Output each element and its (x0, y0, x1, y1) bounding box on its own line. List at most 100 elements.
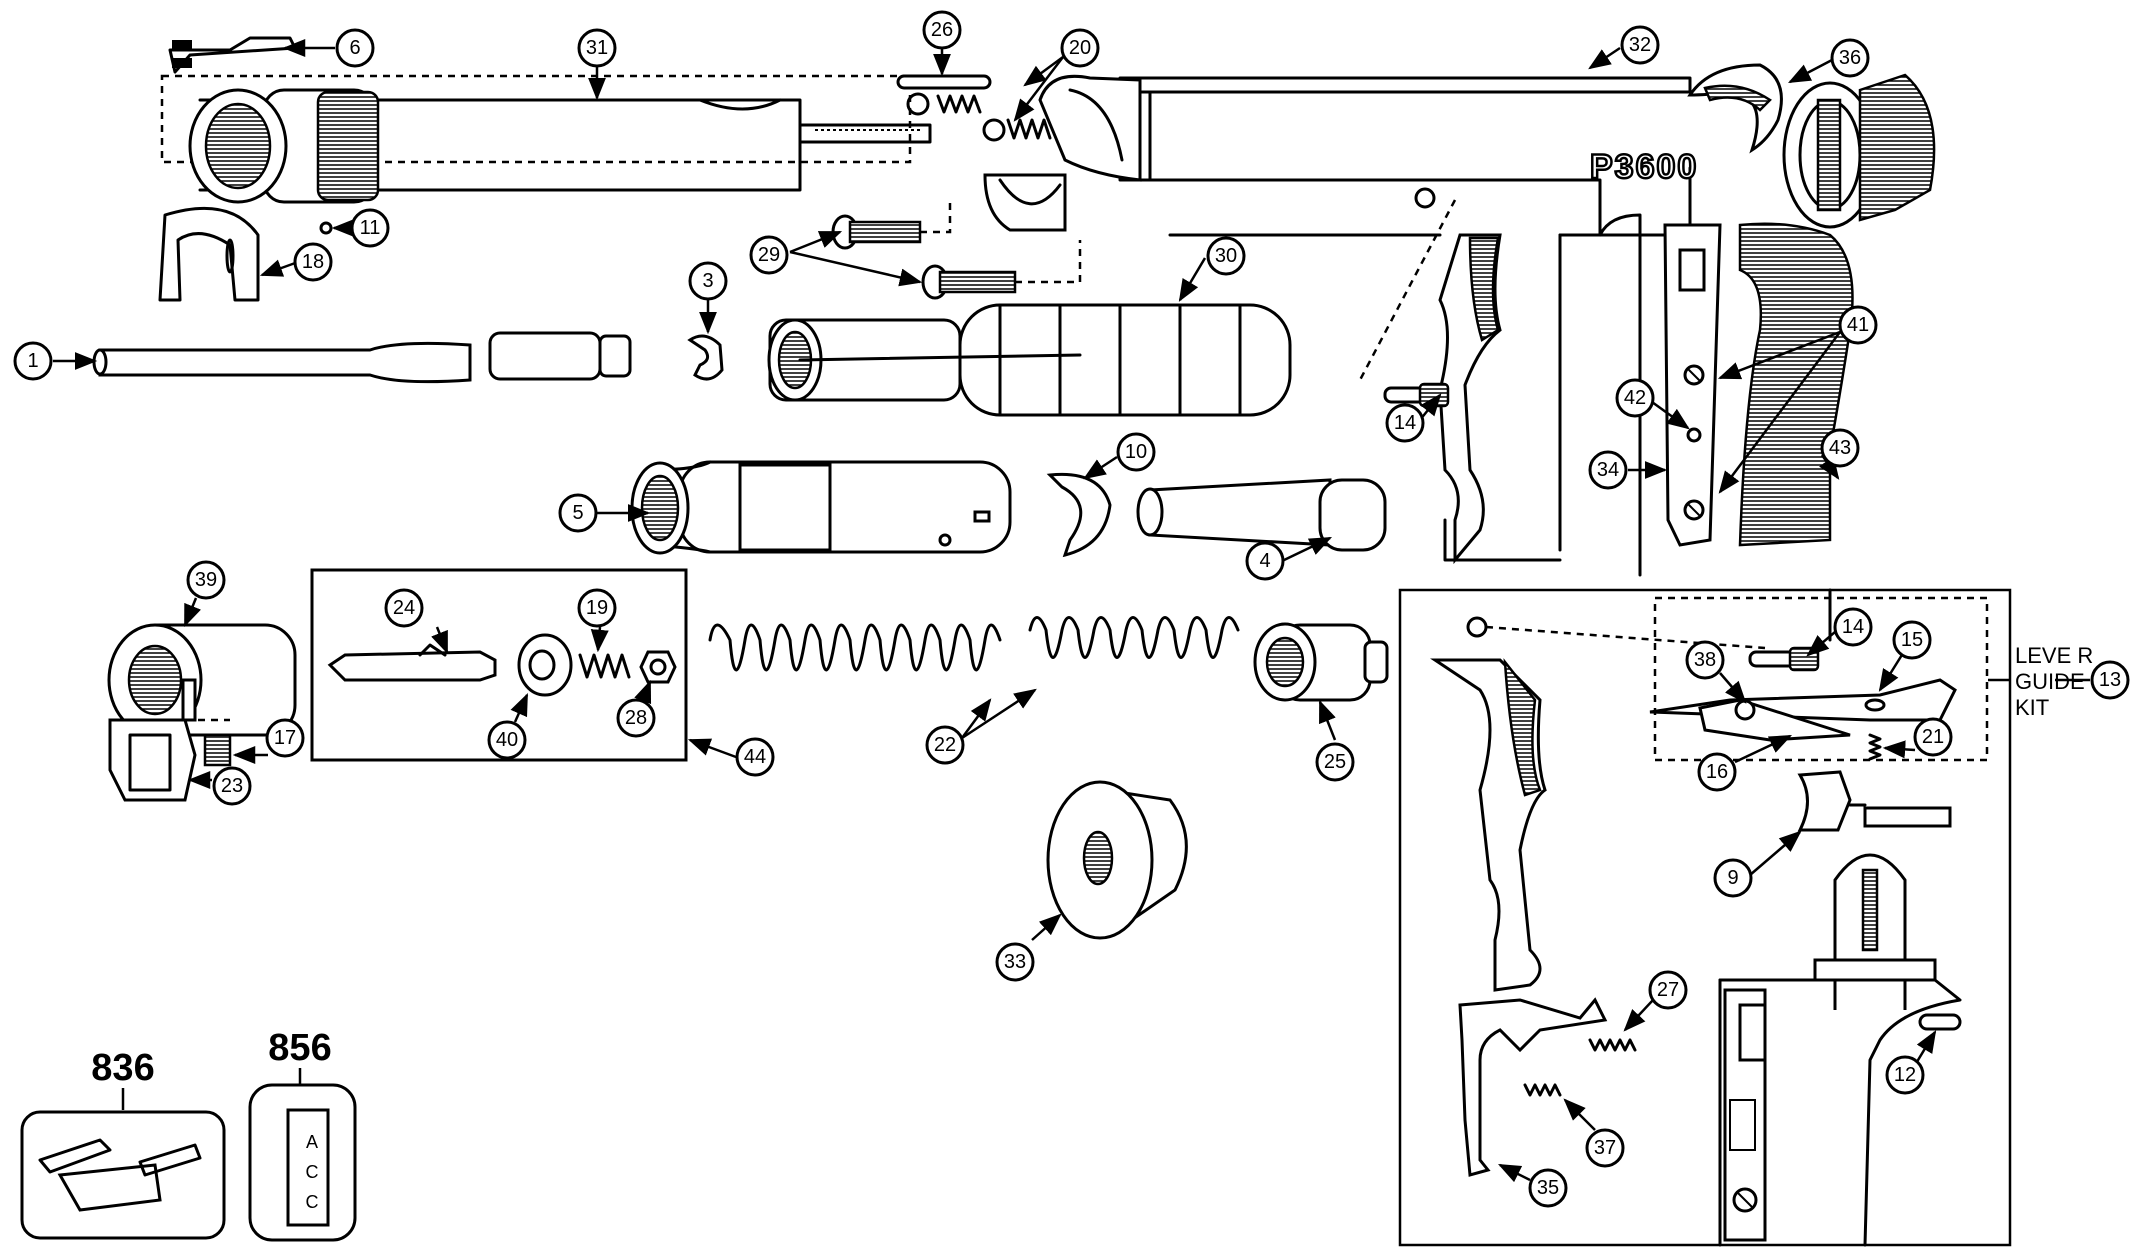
callout-19: 19 (577, 588, 617, 628)
callout-32: 32 (1620, 25, 1660, 65)
leader-lines (53, 39, 2090, 1183)
barrel-part-5 (630, 460, 1012, 555)
callout-36: 36 (1830, 38, 1870, 78)
nut-part-28 (639, 650, 677, 684)
callout-3: 3 (688, 261, 728, 301)
callout-1: 1 (13, 341, 53, 381)
svg-text:11: 11 (360, 217, 381, 239)
callout-31: 31 (577, 28, 617, 68)
callout-43: 43 (1820, 428, 1860, 468)
svg-text:31: 31 (586, 37, 608, 59)
svg-text:44: 44 (744, 746, 766, 768)
callout-30: 30 (1206, 236, 1246, 276)
callout-23: 23 (212, 766, 252, 806)
callout-5: 5 (558, 493, 598, 533)
grip-part-43 (1738, 222, 1854, 547)
case-label: 836 (91, 1047, 154, 1089)
svg-text:20: 20 (1069, 37, 1091, 59)
striker-part-24 (327, 643, 497, 682)
callout-16: 16 (1697, 752, 1737, 792)
tube-part-4 (1136, 478, 1387, 552)
svg-text:26: 26 (931, 19, 953, 41)
callout-39: 39 (186, 560, 226, 600)
callout-44: 44 (735, 737, 775, 777)
callout-27: 27 (1648, 970, 1688, 1010)
svg-text:34: 34 (1597, 459, 1619, 481)
callout-6: 6 (335, 28, 375, 68)
callout-21: 21 (1913, 717, 1953, 757)
svg-text:9: 9 (1727, 867, 1738, 889)
svg-text:6: 6 (349, 37, 360, 59)
svg-text:32: 32 (1629, 34, 1651, 56)
callout-42: 42 (1615, 378, 1655, 418)
svg-text:28: 28 (625, 707, 647, 729)
svg-text:16: 16 (1706, 761, 1728, 783)
svg-text:25: 25 (1324, 751, 1346, 773)
svg-text:21: 21 (1922, 726, 1944, 748)
ring-part-3 (687, 334, 724, 381)
svg-text:22: 22 (934, 734, 956, 756)
spring-part-19 (578, 653, 631, 679)
svg-text:42: 42 (1624, 387, 1646, 409)
screw-part-14-inset (1748, 646, 1820, 672)
svg-text:41: 41 (1847, 314, 1869, 336)
spring-part-17 (185, 718, 232, 767)
trigger-left (1358, 187, 1562, 565)
pack-letter-1: A (306, 1132, 318, 1152)
retaining-ring-part-18 (158, 206, 260, 302)
pack-letter-3: C (306, 1192, 319, 1212)
svg-text:29: 29 (758, 244, 780, 266)
callout-14-b: 14 (1833, 607, 1873, 647)
callout-15: 15 (1892, 620, 1932, 660)
callout-22: 22 (925, 725, 965, 765)
barrel-housing-part-31 (160, 74, 932, 204)
svg-text:39: 39 (195, 569, 217, 591)
svg-text:14: 14 (1842, 616, 1864, 638)
callout-25: 25 (1315, 742, 1355, 782)
callout-29: 29 (749, 235, 789, 275)
callout-34: 34 (1588, 450, 1628, 490)
callout-33: 33 (995, 942, 1035, 982)
spring-part-37 (1523, 1083, 1562, 1097)
ball-part-11 (319, 221, 333, 235)
svg-text:40: 40 (496, 729, 518, 751)
svg-text:12: 12 (1894, 1064, 1916, 1086)
nosepiece-part-39 (107, 623, 297, 737)
pack-label: 856 (268, 1027, 331, 1069)
clip-part-6 (168, 36, 297, 74)
svg-text:30: 30 (1215, 245, 1237, 267)
washer-part-40 (517, 633, 573, 697)
frame-part-32: P3600 (983, 74, 1698, 577)
ring-part-36 (1687, 63, 1783, 154)
callout-10: 10 (1116, 432, 1156, 472)
svg-text:18: 18 (302, 251, 324, 273)
svg-text:37: 37 (1594, 1137, 1616, 1159)
callout-9: 9 (1713, 858, 1753, 898)
callout-18: 18 (293, 242, 333, 282)
callout-13: 13 (2090, 660, 2130, 700)
callout-20: 20 (1060, 28, 1100, 68)
callout-40: 40 (487, 720, 527, 760)
spring-part-27 (1588, 1038, 1637, 1052)
springs-part-22 (708, 616, 1240, 672)
model-logo: P3600 (1590, 148, 1698, 186)
svg-text:3: 3 (702, 270, 713, 292)
svg-text:13: 13 (2099, 669, 2121, 691)
svg-text:33: 33 (1004, 951, 1026, 973)
kit-label-line-1: LEVE R (2015, 643, 2093, 668)
svg-text:1: 1 (27, 350, 38, 372)
grip-plate-part-34 (1663, 223, 1722, 547)
rear-assembly-inset (1718, 853, 1962, 1247)
springs-part-20 (936, 94, 1052, 142)
rear-grip-cap (1782, 73, 1936, 229)
svg-text:35: 35 (1537, 1177, 1559, 1199)
svg-text:15: 15 (1901, 629, 1923, 651)
bracket-part-23 (108, 718, 197, 802)
accessory-pack-856: 856 A C C (248, 1027, 357, 1242)
callout-labels: 1 3 4 5 6 9 10 11 12 13 14 14 15 16 17 1… (13, 10, 2130, 1208)
svg-text:24: 24 (393, 597, 415, 619)
svg-text:14: 14 (1394, 412, 1416, 434)
callout-14-a: 14 (1385, 403, 1425, 443)
pin-part-12 (1918, 1013, 1962, 1031)
callout-4: 4 (1245, 541, 1285, 581)
